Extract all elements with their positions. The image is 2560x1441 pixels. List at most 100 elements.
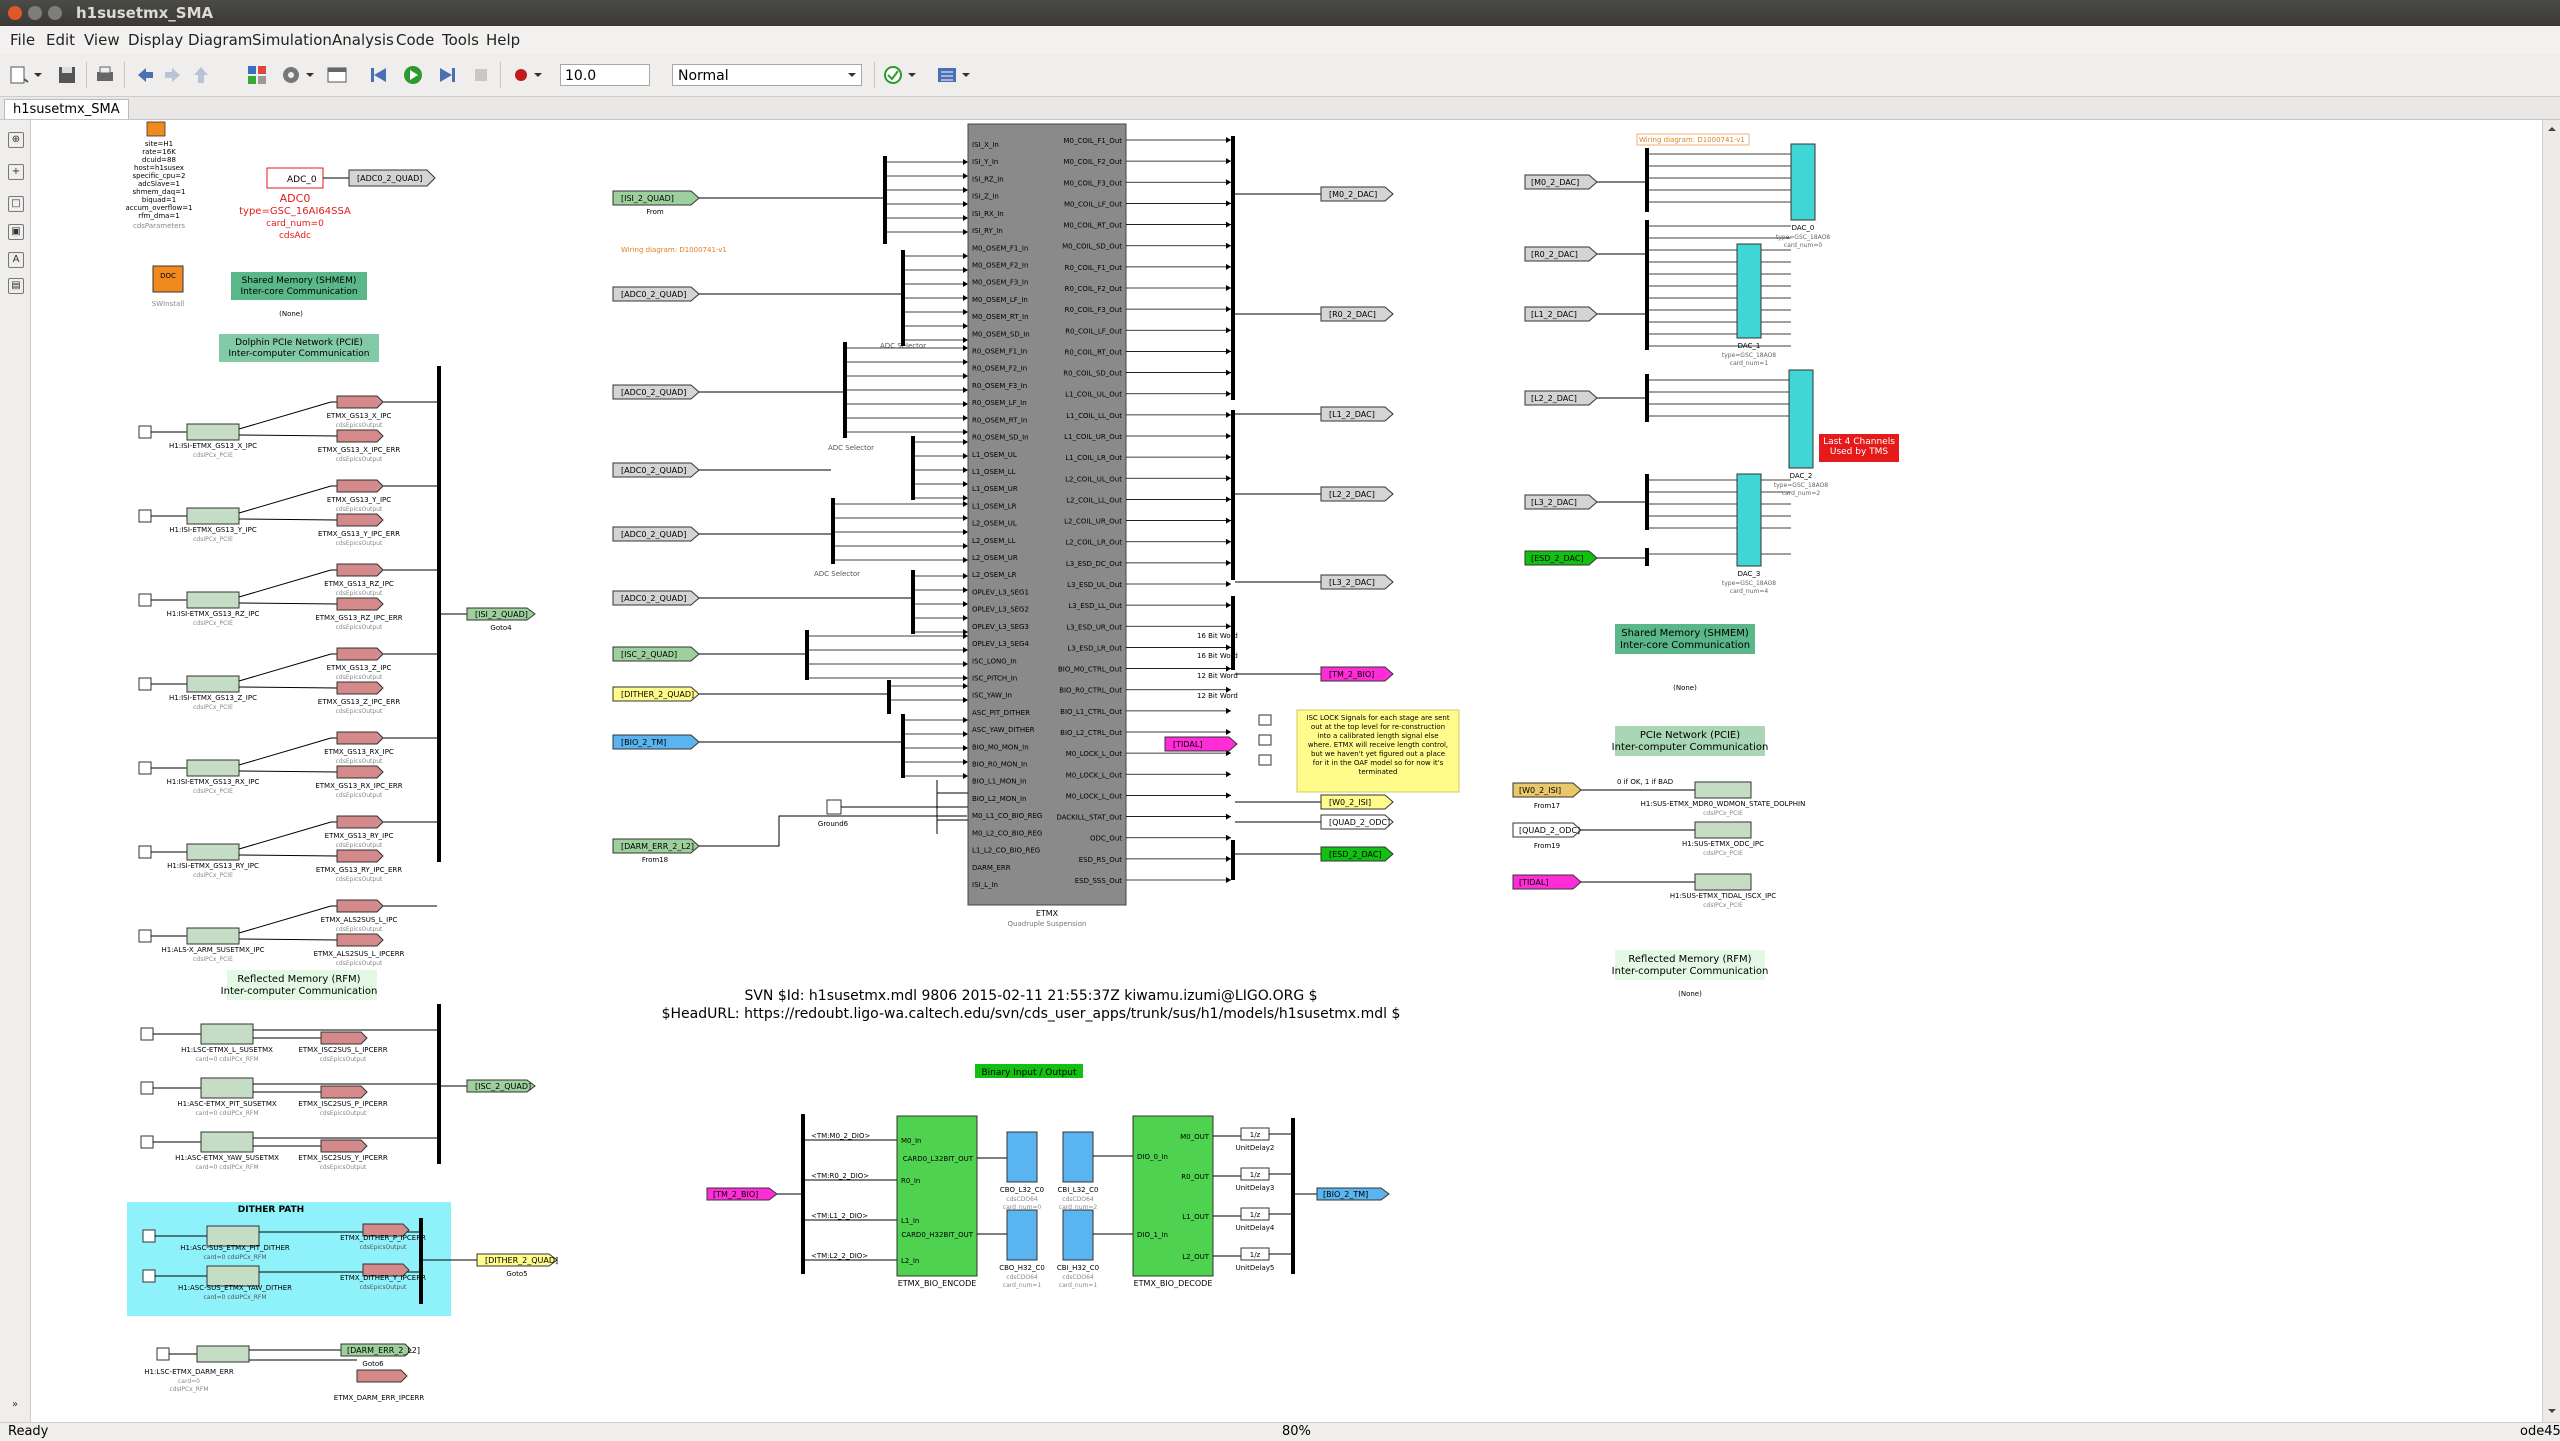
epics-output[interactable] [336,479,384,493]
menu-simulation[interactable]: Simulation [252,31,332,49]
dac-demux-bar[interactable] [1645,474,1649,530]
mux-bar[interactable] [1231,136,1235,240]
rfm-source-block[interactable] [140,1027,154,1041]
goto-block[interactable] [1320,406,1394,422]
menu-help[interactable]: Help [486,31,521,49]
from-block[interactable] [612,190,700,206]
darm-ipc[interactable]: H1:LSC-ETMX_DARM_ERR card=0 cdsIPCx_RFM … [144,1343,424,1402]
record-dropdown-icon[interactable] [532,64,544,86]
epics-output[interactable] [320,1085,368,1099]
new-model-icon[interactable] [8,64,30,86]
ipc-block[interactable] [186,759,240,777]
vertical-scrollbar[interactable] [2542,120,2560,1422]
fit-view-icon[interactable]: □ [8,196,24,212]
from-block[interactable] [612,526,700,542]
bio-card-block[interactable] [1062,1209,1094,1261]
up-icon[interactable] [190,64,212,86]
ipc-source-block[interactable] [138,509,152,523]
simulation-mode-select[interactable]: Normal [672,64,862,86]
epics-output[interactable] [336,513,384,527]
epics-output[interactable] [320,1139,368,1153]
demux-bar[interactable] [911,570,915,634]
adc0-block[interactable]: ADC_0 [ADC0_2_QUAD] ADC0 type=GSC_16AI64… [239,167,436,241]
back-icon[interactable] [134,64,156,86]
dac-from-block[interactable] [1524,174,1598,190]
dither-source-block[interactable] [142,1229,156,1243]
epics-output[interactable] [336,395,384,409]
from-block[interactable] [612,646,700,662]
demux-bar[interactable] [901,714,905,778]
dither-ipc-block[interactable] [206,1265,260,1287]
isi-goto[interactable]: [ISI_2_QUAD] Goto4 [466,607,536,632]
model-settings-icon[interactable] [280,64,302,86]
diagram-canvas[interactable]: site=H1 rate=16K dcuid=88 host=h1susex s… [31,120,2542,1422]
swinstall-block[interactable]: DOC SWInstall [152,265,184,308]
menu-display[interactable]: Display [128,31,184,49]
epics-output[interactable] [336,597,384,611]
dither-mux-bar[interactable] [419,1218,423,1304]
rfm-ipc-block[interactable] [200,1023,254,1045]
right-ipc-block[interactable] [1694,873,1752,891]
menu-tools[interactable]: Tools [442,31,479,49]
mux-bar[interactable] [1231,840,1235,880]
bio-card-block[interactable] [1062,1131,1094,1183]
ipc-source-block[interactable] [138,761,152,775]
dac-from-block[interactable] [1524,246,1598,262]
epics-output[interactable] [320,1031,368,1045]
hide-browser-icon[interactable]: ⊕ [8,132,24,148]
rfm-ipc-block[interactable] [200,1077,254,1099]
dither-ipc-block[interactable] [206,1225,260,1247]
demux-bar[interactable] [805,630,809,680]
rfm-source-block[interactable] [140,1135,154,1149]
dac-block[interactable] [1788,369,1814,469]
print-icon[interactable] [94,64,116,86]
dac-block[interactable] [1736,243,1762,339]
epics-output[interactable] [336,563,384,577]
dac-from-block[interactable] [1524,494,1598,510]
isc-goto[interactable]: [ISC_2_QUAD] [466,1079,536,1093]
dither-goto[interactable]: [DITHER_2_QUAD] Goto5 [476,1253,558,1278]
ipc-block[interactable] [186,927,240,945]
left-mux-bar[interactable] [437,366,441,862]
model-explorer-icon[interactable] [326,64,348,86]
from-block[interactable] [612,838,700,854]
zoom-in-icon[interactable]: + [8,164,24,180]
save-icon[interactable] [56,64,78,86]
menu-view[interactable]: View [84,31,120,49]
epics-output[interactable] [362,1263,410,1277]
dither-source-block[interactable] [142,1269,156,1283]
epics-output[interactable] [336,815,384,829]
goto-block[interactable] [1320,574,1394,590]
etmx-quad-block[interactable] [967,123,1127,906]
rfm-mux-bar[interactable] [437,1004,441,1164]
epics-output[interactable] [362,1223,410,1237]
mux-bar[interactable] [1231,240,1235,320]
ipc-source-block[interactable] [138,929,152,943]
ipc-block[interactable] [186,675,240,693]
from-block[interactable] [612,590,700,606]
ipc-source-block[interactable] [138,677,152,691]
menu-analysis[interactable]: Analysis [332,31,394,49]
step-forward-icon[interactable] [436,64,458,86]
from-block[interactable] [612,462,700,478]
step-back-icon[interactable] [368,64,390,86]
ipc-block[interactable] [186,507,240,525]
epics-output[interactable] [336,681,384,695]
goto-block[interactable] [1320,186,1394,202]
epics-output[interactable] [336,731,384,745]
terminator-block[interactable] [1258,754,1272,766]
epics-output[interactable] [336,765,384,779]
advisor-dropdown-icon[interactable] [906,64,918,86]
maximize-window-icon[interactable] [48,6,62,20]
dac-demux-bar[interactable] [1645,374,1649,422]
expand-palette-icon[interactable]: » [11,1399,19,1410]
open-dropdown-icon[interactable] [32,64,44,86]
dac-from-block[interactable] [1524,390,1598,406]
bio-from[interactable]: [TM_2_BIO] [706,1187,801,1201]
bio-card-block[interactable] [1006,1209,1038,1261]
mux-bar[interactable] [1231,596,1235,670]
terminator-block[interactable] [1258,734,1272,746]
dac-block[interactable] [1736,473,1762,567]
from-block[interactable] [612,686,700,702]
annotation-icon[interactable]: A [8,252,24,268]
